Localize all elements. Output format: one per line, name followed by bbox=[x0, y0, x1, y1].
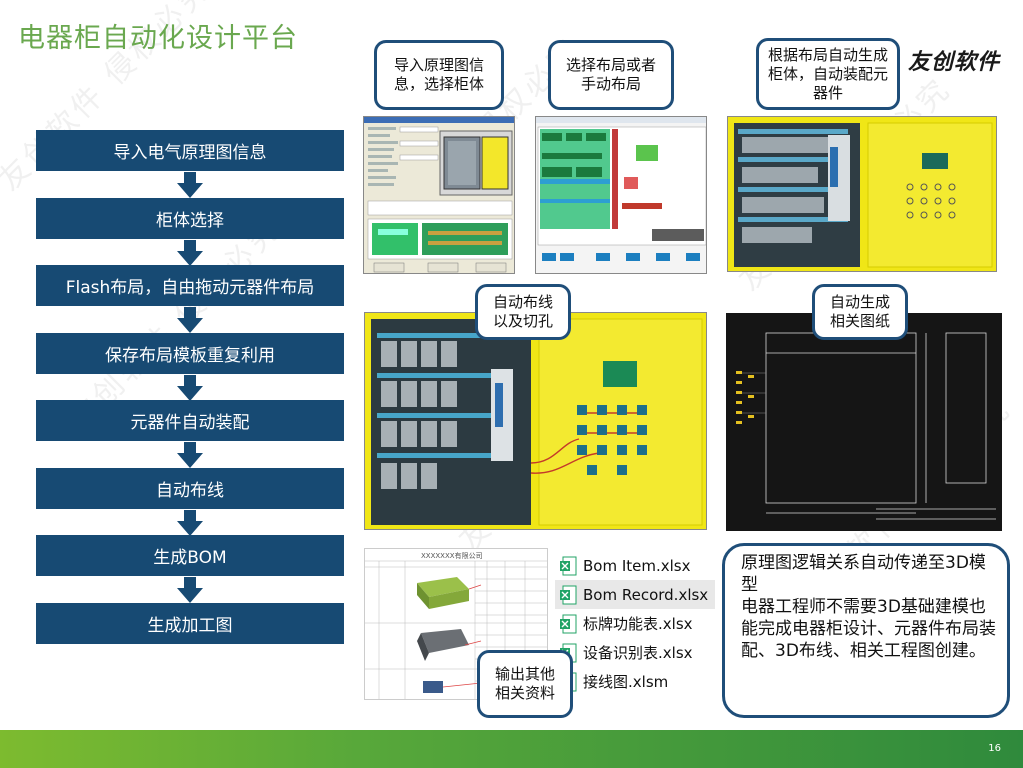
file-item[interactable]: 标牌功能表.xlsx bbox=[555, 609, 715, 638]
company-logo: 友创软件 bbox=[908, 50, 1001, 75]
flow-step: 柜体选择 bbox=[36, 198, 344, 239]
callout-output: 输出其他相关资料 bbox=[477, 650, 573, 718]
page-title: 电器柜自动化设计平台 bbox=[18, 23, 298, 54]
flow-step: Flash布局，自由拖动元器件布局 bbox=[36, 265, 344, 306]
layout-screenshot bbox=[535, 116, 707, 274]
output-file-list: Bom Item.xlsx Bom Record.xlsx 标牌功能表.xlsx… bbox=[555, 551, 715, 696]
arrow-down-icon bbox=[177, 172, 203, 198]
callout-auto-cabinet: 根据布局自动生成柜体，自动装配元器件 bbox=[756, 38, 900, 110]
callout-import: 导入原理图信息，选择柜体 bbox=[374, 40, 504, 110]
flow-step: 元器件自动装配 bbox=[36, 400, 344, 441]
flow-step: 自动布线 bbox=[36, 468, 344, 509]
footer-bar bbox=[0, 730, 1023, 768]
callout-wiring: 自动布线以及切孔 bbox=[475, 284, 571, 340]
excel-file-icon bbox=[560, 614, 577, 633]
arrow-down-icon bbox=[177, 442, 203, 468]
file-item[interactable]: 设备识别表.xlsx bbox=[555, 638, 715, 667]
drawing-screenshot bbox=[726, 313, 1002, 531]
arrow-down-icon bbox=[177, 577, 203, 603]
callout-layout: 选择布局或者手动布局 bbox=[548, 40, 674, 110]
summary-note: 原理图逻辑关系自动传递至3D模型 电器工程师不需要3D基础建模也能完成电器柜设计… bbox=[722, 543, 1010, 718]
note-line: 原理图逻辑关系自动传递至3D模型 bbox=[741, 553, 986, 595]
bom-company-name: XXXXXXX有限公司 bbox=[421, 552, 483, 560]
excel-file-icon bbox=[560, 556, 577, 575]
callout-drawings: 自动生成相关图纸 bbox=[812, 284, 908, 340]
import-dialog-screenshot bbox=[363, 116, 515, 274]
excel-file-icon bbox=[560, 585, 577, 604]
arrow-down-icon bbox=[177, 307, 203, 333]
arrow-down-icon bbox=[177, 375, 203, 401]
flow-step: 保存布局模板重复利用 bbox=[36, 333, 344, 374]
file-item[interactable]: 接线图.xlsm bbox=[555, 667, 715, 696]
file-item[interactable]: Bom Item.xlsx bbox=[555, 551, 715, 580]
file-item[interactable]: Bom Record.xlsx bbox=[555, 580, 715, 609]
page-number: 16 bbox=[988, 743, 1001, 754]
arrow-down-icon bbox=[177, 240, 203, 266]
flow-step: 生成BOM bbox=[36, 535, 344, 576]
bom-sheet-screenshot: XXXXXXX有限公司 bbox=[364, 548, 548, 700]
flow-step: 导入电气原理图信息 bbox=[36, 130, 344, 171]
arrow-down-icon bbox=[177, 510, 203, 536]
note-line: 电器工程师不需要3D基础建模也能完成电器柜设计、元器件布局装配、3D布线、相关工… bbox=[741, 597, 996, 661]
wiring-screenshot bbox=[364, 312, 707, 530]
auto-cabinet-screenshot bbox=[727, 116, 997, 272]
flow-step: 生成加工图 bbox=[36, 603, 344, 644]
